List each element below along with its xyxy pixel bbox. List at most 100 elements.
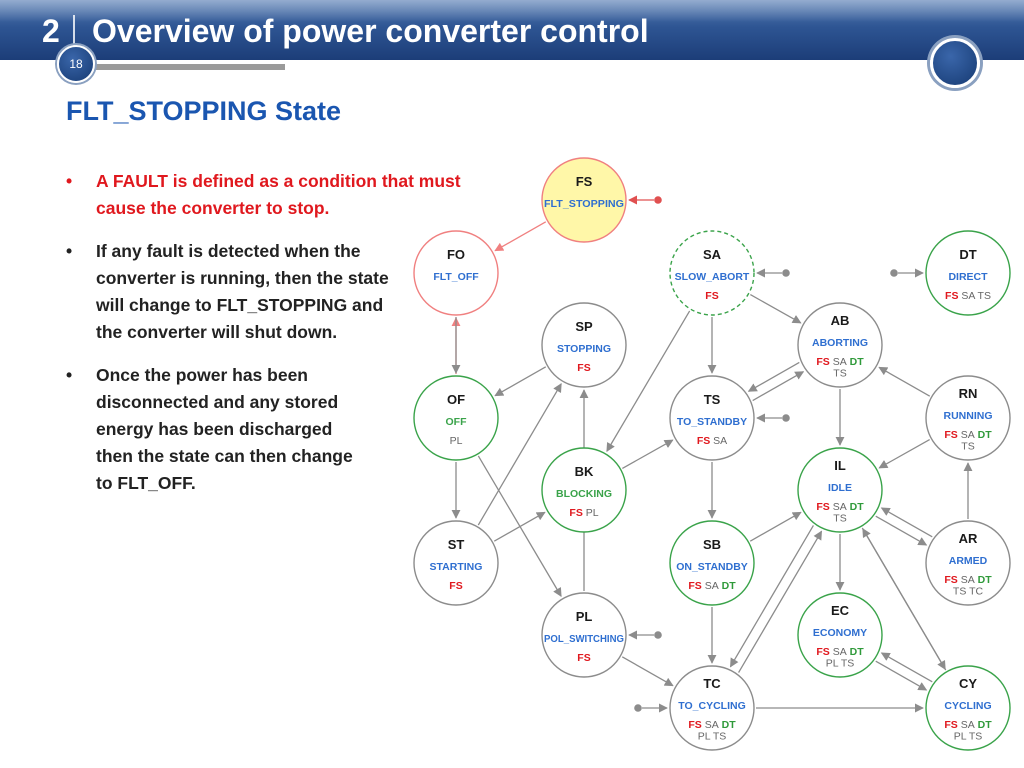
- state-circle-tc: [669, 665, 755, 751]
- state-code: SB: [703, 537, 721, 552]
- page-number-badge: 18: [57, 45, 95, 83]
- transition-fs-to-fo: [494, 221, 547, 252]
- state-code: AB: [831, 313, 850, 328]
- state-flags: FS SA DT: [944, 429, 992, 441]
- transition-bk-to-ts: [622, 439, 674, 469]
- bullet-dot: •: [66, 241, 73, 261]
- state-circle-rn: [925, 375, 1011, 461]
- bullet-dot: •: [66, 365, 73, 385]
- initial-dot-ts: [782, 414, 790, 422]
- bullet-text: A FAULT is defined as a condition that m…: [96, 171, 461, 218]
- states-layer: FSFLT_STOPPINGFOFLT_OFFSASLOW_ABORTFSDTD…: [413, 157, 1011, 751]
- bullet-item-fault-definition: • A FAULT is defined as a condition that …: [66, 168, 511, 222]
- state-code: TS: [704, 392, 721, 407]
- state-flags: FS SA DT: [816, 646, 864, 658]
- state-code: IL: [834, 458, 846, 473]
- state-circle-sp: [541, 302, 627, 388]
- initial-dot-sa: [782, 269, 790, 277]
- state-code: AR: [959, 531, 978, 546]
- state-name: ECONOMY: [813, 627, 867, 639]
- header-shine: [0, 0, 1024, 22]
- state-name: OFF: [446, 416, 468, 428]
- bullet-dot: •: [66, 171, 73, 191]
- transition-sp-to-of: [494, 366, 547, 397]
- transition-il-to-tc: [729, 525, 814, 668]
- state-code: CY: [959, 676, 977, 691]
- initial-dot-pl: [654, 631, 662, 639]
- state-code: FO: [447, 247, 465, 262]
- state-fo: FO FLT_OFF: [413, 230, 499, 316]
- state-sb: SB ON_STANDBY FS SA DT: [669, 520, 755, 606]
- transition-ts-to-ab: [752, 371, 805, 402]
- state-name: FLT_OFF: [433, 271, 479, 283]
- state-code: FS: [576, 174, 593, 189]
- state-flags: FS SA DT: [944, 719, 992, 731]
- state-flags: FS SA TS: [945, 290, 991, 302]
- state-flags: FS PL: [569, 507, 598, 519]
- state-code: ST: [448, 537, 465, 552]
- initial-dot-dt: [890, 269, 898, 277]
- state-sp: SP STOPPING FS: [541, 302, 627, 388]
- state-flags: TS: [833, 368, 846, 380]
- state-name: STOPPING: [557, 343, 611, 355]
- state-code: SP: [575, 319, 593, 334]
- state-circle-ec: [797, 592, 883, 678]
- state-dt: DT DIRECT FS SA TS: [925, 230, 1011, 316]
- state-code: BK: [575, 464, 594, 479]
- bullet-item-fault-detected: •If any fault is detected when the conve…: [66, 238, 396, 346]
- bullet-list: • A FAULT is defined as a condition that …: [66, 168, 511, 513]
- state-name: ARMED: [949, 555, 988, 567]
- state-name: ON_STANDBY: [676, 561, 748, 573]
- transition-sa-to-bk: [606, 310, 691, 453]
- bullet-text: Once the power has been disconnected and…: [96, 365, 353, 493]
- title-underbar: [70, 64, 285, 70]
- state-code: DT: [959, 247, 976, 262]
- state-flags: TS: [961, 441, 974, 453]
- state-circle-ab: [797, 302, 883, 388]
- state-flags: FS SA DT: [688, 719, 736, 731]
- state-circle-fs: [541, 157, 627, 243]
- state-flags: FS SA DT: [688, 580, 736, 592]
- state-circle-ts: [669, 375, 755, 461]
- initial-dot-tc: [634, 704, 642, 712]
- state-fs: FS FLT_STOPPING: [541, 157, 627, 243]
- transition-ec-to-cy: [875, 660, 928, 691]
- state-circle-of: [413, 375, 499, 461]
- state-flags: PL TS: [954, 731, 983, 743]
- corner-logo-badge: [930, 38, 980, 88]
- state-flags: TS: [833, 513, 846, 525]
- state-name: DIRECT: [948, 271, 988, 283]
- state-flags: FS: [705, 290, 718, 302]
- state-name: POL_SWITCHING: [544, 633, 624, 645]
- state-circle-sa: [669, 230, 755, 316]
- state-circle-bk: [541, 447, 627, 533]
- state-name: TO_CYCLING: [678, 700, 745, 712]
- transition-cy-to-ec: [880, 652, 933, 683]
- state-circle-il: [797, 447, 883, 533]
- state-flags: FS SA DT: [816, 501, 864, 513]
- state-name: FLT_STOPPING: [544, 198, 624, 210]
- initial-dot-fs: [654, 196, 662, 204]
- state-flags: PL TS: [826, 658, 855, 670]
- state-flags: FS SA DT: [944, 574, 992, 586]
- transition-sb-to-il: [749, 511, 802, 542]
- state-flags: FS SA DT: [816, 356, 864, 368]
- state-code: OF: [447, 392, 465, 407]
- state-circle-fo: [413, 230, 499, 316]
- state-flags: FS: [577, 362, 590, 374]
- slide-title: Overview of power converter control: [92, 13, 649, 49]
- state-name: STARTING: [430, 561, 483, 573]
- slide-subtitle: FLT_STOPPING State: [66, 96, 342, 126]
- state-circle-pl: [541, 592, 627, 678]
